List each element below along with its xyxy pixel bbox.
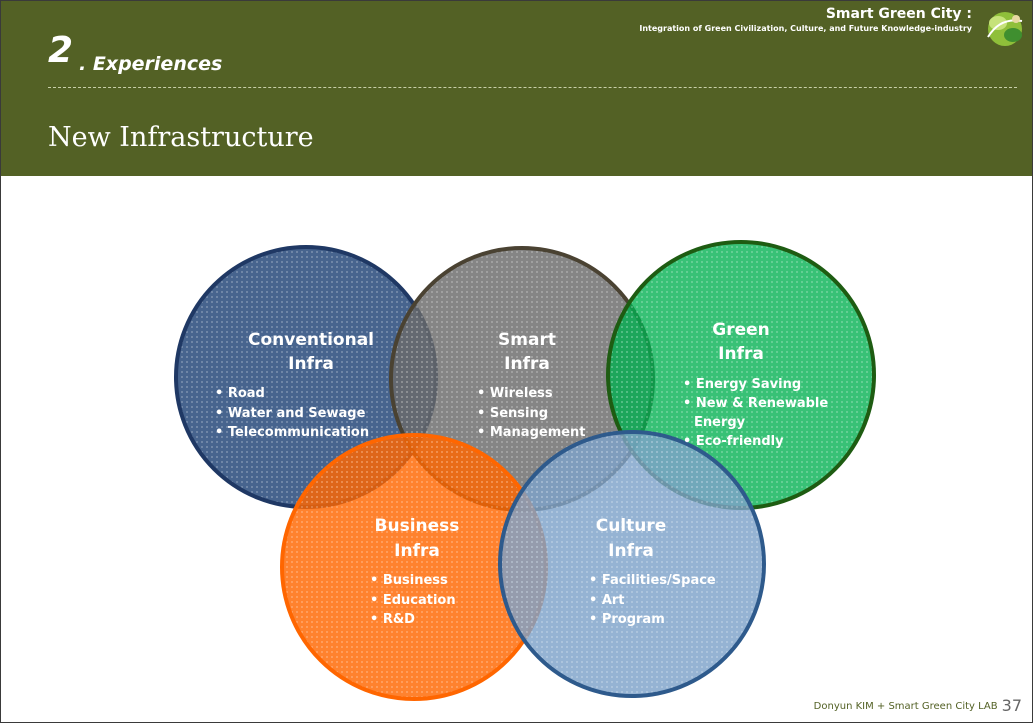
culture-infra-item: • Program [589, 612, 665, 627]
green-infra-item: • Energy Saving [683, 377, 801, 392]
business-infra-item: • Business [370, 573, 448, 588]
conventional-infra-item: • Water and Sewage [215, 406, 366, 421]
conventional-infra-title-2: Infra [288, 354, 334, 374]
section-number: 2 [48, 30, 74, 71]
green-infra-item: Energy [694, 415, 746, 430]
dashed-divider [48, 87, 1017, 88]
brand-logo-icon [987, 12, 1023, 46]
smart-infra-title-2: Infra [504, 354, 550, 374]
green-infra-item: • New & Renewable [683, 396, 828, 411]
green-infra-title-1: Green [712, 320, 770, 340]
header-bar: 2 . Experiences New Infrastructure Smart… [1, 1, 1032, 176]
culture-infra-title-2: Infra [608, 541, 654, 561]
page-title: New Infrastructure [48, 122, 314, 153]
brand-subtitle: Integration of Green Civilization, Cultu… [639, 24, 972, 33]
brand-title: Smart Green City : [825, 6, 972, 22]
smart-infra-item: • Wireless [477, 386, 553, 401]
conventional-infra-item: • Road [215, 386, 265, 401]
smart-infra-title-1: Smart [498, 330, 556, 350]
business-infra-item: • Education [370, 593, 456, 608]
culture-infra-title-1: Culture [596, 516, 667, 536]
page-number: 37 [1001, 696, 1022, 715]
business-infra-circle [280, 433, 548, 701]
culture-infra-item: • Facilities/Space [589, 573, 716, 588]
business-infra-title-1: Business [375, 516, 460, 536]
culture-infra-circle [498, 430, 766, 698]
business-infra-title-2: Infra [394, 541, 440, 561]
conventional-infra-title-1: Conventional [248, 330, 374, 350]
business-infra-item: • R&D [370, 612, 415, 627]
conventional-infra-item: • Telecommunication [215, 425, 369, 440]
culture-infra-item: • Art [589, 593, 625, 608]
footer-credit: Donyun KIM + Smart Green City LAB [813, 701, 998, 712]
smart-infra-item: • Sensing [477, 406, 548, 421]
smart-infra-item: • Management [477, 425, 586, 440]
section-title: . Experiences [79, 53, 223, 75]
green-infra-title-2: Infra [718, 344, 764, 364]
green-infra-item: • Eco-friendly [683, 434, 784, 449]
